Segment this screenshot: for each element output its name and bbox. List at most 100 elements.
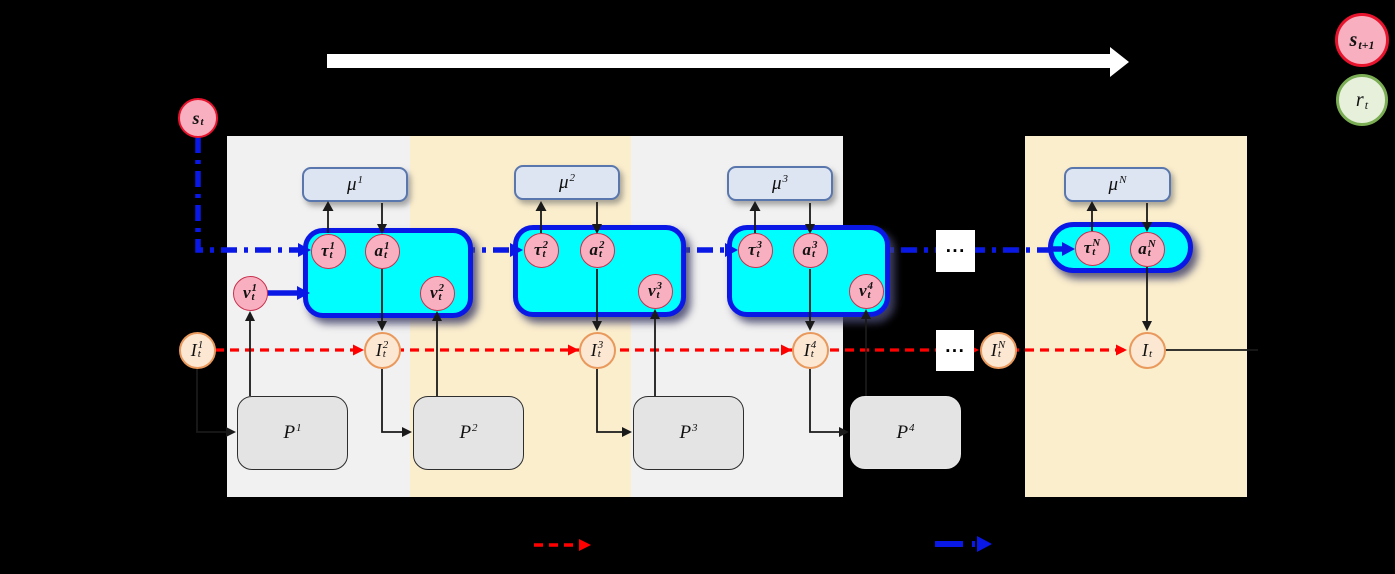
a-3-sub: t — [812, 248, 816, 260]
mu-1-sup: 1 — [357, 173, 364, 186]
mu-n-subslot — [1119, 185, 1126, 194]
s-t-sub: t — [200, 116, 204, 128]
i-n-sup: N — [997, 339, 1006, 351]
v-4-sub: t — [867, 289, 871, 301]
p-4-label: P — [896, 421, 909, 443]
a-1-base: a — [374, 241, 384, 260]
mu-2-label: μ — [558, 171, 569, 193]
p-1-subslot — [296, 433, 302, 442]
tau-n-sub: t — [1092, 246, 1096, 258]
i-2-sub: t — [382, 348, 386, 360]
tau-3-base: τ — [747, 240, 756, 259]
p-4-sup: 4 — [909, 421, 915, 434]
v-3-sub: t — [656, 289, 660, 301]
mu-2-subslot — [570, 183, 576, 192]
i-t-base: I — [1141, 339, 1148, 360]
v-3-base: v — [647, 281, 656, 300]
mu-3-sup: 3 — [782, 172, 789, 185]
v-4-base: v — [858, 281, 867, 300]
tau-3-sub: t — [756, 248, 760, 260]
v-4-sup: 4 — [867, 280, 874, 292]
mu-n-sup: N — [1119, 173, 1127, 186]
mu-3-label: μ — [771, 172, 782, 194]
i-1-base: I — [190, 339, 197, 360]
i-2-base: I — [375, 339, 382, 360]
i-n-base: I — [990, 339, 997, 360]
i-4-sup: 4 — [810, 339, 817, 351]
time-axis-arrow — [327, 47, 1129, 77]
ellipsis-bottom-box: ··· — [936, 330, 974, 371]
a-n-sup: N — [1147, 238, 1156, 250]
s-next-sub: t+1 — [1358, 37, 1375, 52]
i-n-sub: t — [997, 348, 1001, 360]
legend-red-dashed-arrow — [534, 539, 591, 551]
tau-2-sub: t — [542, 248, 546, 260]
i-4-base: I — [803, 339, 810, 360]
p-2-subslot — [472, 433, 478, 442]
p-4-subslot — [909, 433, 915, 442]
r-t-base: r — [1355, 88, 1364, 111]
policy-block-n — [1048, 222, 1193, 273]
a-2-sub: t — [599, 248, 603, 260]
a-n-base: a — [1138, 239, 1147, 258]
p-3-subslot — [692, 433, 698, 442]
a-n-sub: t — [1147, 247, 1151, 259]
v-2-base: v — [429, 283, 438, 302]
a-2-base: a — [589, 240, 599, 259]
p-3-label: P — [679, 422, 692, 443]
mu-n-label: μ — [1108, 173, 1119, 195]
s-next-base: s — [1349, 28, 1358, 51]
tau-2-base: τ — [533, 240, 542, 259]
i-3-sup: 3 — [597, 339, 604, 351]
i-3-sub: t — [597, 348, 601, 360]
mu-2-sup: 2 — [569, 171, 576, 184]
p-2-label: P — [459, 422, 472, 443]
v-1-sub: t — [251, 291, 255, 303]
mu-3-subslot — [783, 184, 789, 193]
p-1-sup: 1 — [296, 422, 302, 434]
a-1-sub: t — [384, 249, 388, 261]
i-3-base: I — [590, 339, 597, 360]
tau-1-base: τ — [320, 241, 329, 260]
mu-1-subslot — [358, 185, 364, 194]
i-2-sup: 2 — [382, 339, 389, 351]
v-2-sub: t — [438, 291, 442, 303]
v-2-sup: 2 — [438, 282, 445, 294]
i-t-sub: t — [1148, 348, 1153, 360]
tau-n-base: τ — [1083, 238, 1092, 257]
p-2-sup: 2 — [472, 422, 478, 434]
mu-1-label: μ — [346, 173, 357, 195]
i-1-sub: t — [197, 348, 201, 360]
ellipsis-bottom-dots: ··· — [944, 341, 966, 360]
i-4-sub: t — [810, 348, 814, 360]
v-1-sup: 1 — [251, 282, 258, 294]
